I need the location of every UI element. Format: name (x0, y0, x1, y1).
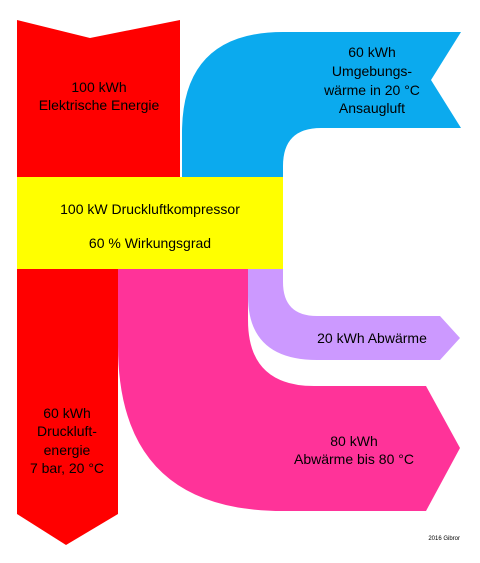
compressed-line2-label: energie (44, 442, 91, 458)
compressor-block (17, 177, 283, 269)
waste-small-label: 20 kWh Abwärme (317, 330, 427, 346)
ambient-line3-label: Ansaugluft (339, 100, 405, 116)
compressed-amount-label: 60 kWh (43, 405, 90, 421)
ambient-amount-label: 60 kWh (348, 44, 395, 60)
flow-electric-energy (17, 20, 180, 177)
flow-waste-heat-large (118, 269, 460, 511)
waste-large-amount-label: 80 kWh (330, 433, 377, 449)
waste-large-name-label: Abwärme bis 80 °C (294, 451, 414, 467)
compressed-line3-label: 7 bar, 20 °C (30, 460, 104, 476)
flow-waste-heat-small (248, 269, 460, 360)
flow-compressed-air (17, 269, 118, 545)
credit-text: 2016 Gibror (428, 536, 460, 542)
flow-ambient-heat (182, 32, 461, 177)
compressed-line1-label: Druckluft- (37, 423, 97, 439)
compressor-efficiency-label: 60 % Wirkungsgrad (89, 235, 211, 251)
electric-name-label: Elektrische Energie (39, 97, 160, 113)
electric-amount-label: 100 kWh (71, 79, 126, 95)
ambient-line1-label: Umgebungs- (332, 63, 412, 79)
compressor-title-label: 100 kW Druckluftkompressor (60, 201, 240, 217)
ambient-line2-label: wärme in 20 °C (323, 82, 420, 98)
